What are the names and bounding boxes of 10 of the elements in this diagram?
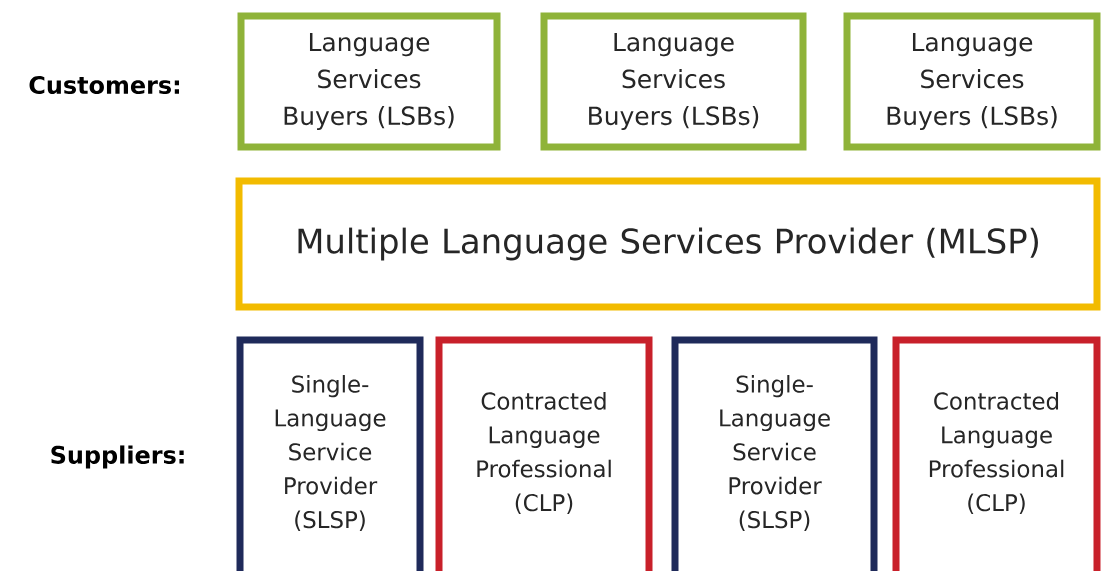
- row-label: Suppliers:: [51, 445, 184, 469]
- box: Language Services Buyers (LSBs): [237, 12, 501, 151]
- box: Contracted Language Professional (CLP): [892, 336, 1101, 571]
- box: Single-Language Service Provider (SLSP): [236, 336, 424, 571]
- box: Single-Language Service Provider (SLSP): [671, 336, 878, 571]
- box: Contracted Language Professional (CLP): [435, 336, 653, 571]
- row-label: Customers:: [29, 75, 179, 95]
- box: Multiple Language Services Provider (MLSP): [235, 177, 1101, 311]
- box: Language Services Buyers (LSBs): [540, 12, 807, 151]
- box: Language Services Buyers (LSBs): [843, 12, 1101, 151]
